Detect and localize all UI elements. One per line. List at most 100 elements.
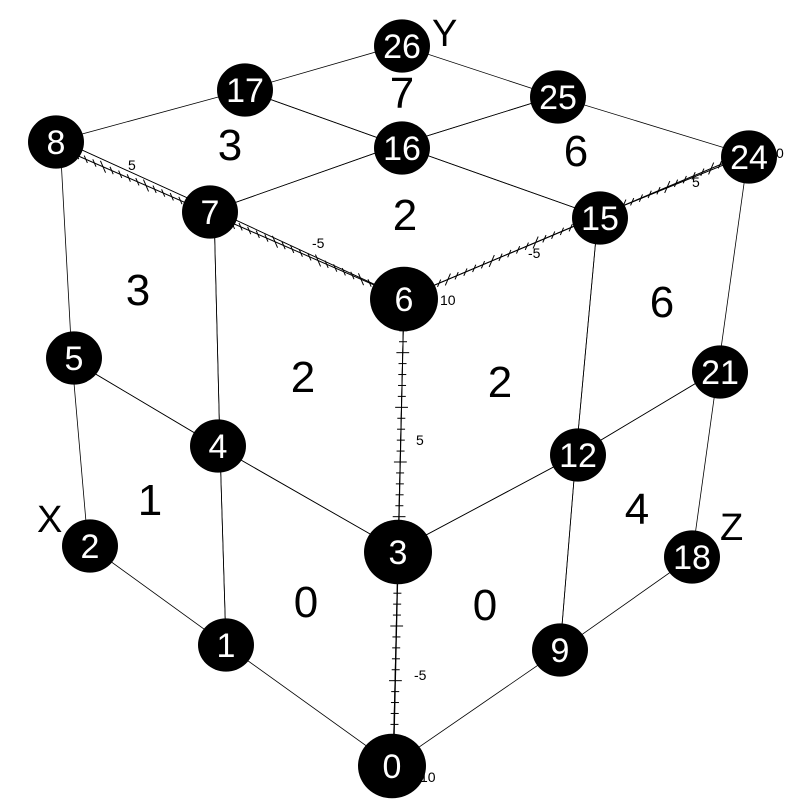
face-label-6-right: 6 xyxy=(650,278,674,327)
axis-tick xyxy=(135,177,140,186)
axis-tick xyxy=(341,267,346,276)
axis-tick xyxy=(92,159,97,167)
node-3: 3 xyxy=(364,519,432,585)
node-marker xyxy=(182,185,238,239)
axis-tick xyxy=(516,246,521,254)
axis-tick xyxy=(454,271,459,280)
node-18: 18 xyxy=(664,530,720,584)
face-label-1: 1 xyxy=(138,476,162,525)
face-label-7: 7 xyxy=(390,69,414,118)
axis-tick xyxy=(568,223,573,232)
nodes: 26 17 25 8 16 24 7 15 6 5 21 4 12 2 3 18… xyxy=(28,19,777,799)
node-label: 26 xyxy=(383,28,421,66)
face-label-0-front-right: 0 xyxy=(473,581,497,630)
node-marker xyxy=(62,519,118,573)
axis-tick xyxy=(630,197,635,206)
axis-tick xyxy=(324,260,329,269)
node-label: 1 xyxy=(217,627,236,665)
node-label: 9 xyxy=(551,632,570,670)
axis-name-x: X xyxy=(37,499,62,541)
axis-tick xyxy=(682,175,687,184)
node-label: 17 xyxy=(226,72,264,110)
axis-tick xyxy=(264,234,269,242)
node-marker xyxy=(374,19,430,73)
node-marker xyxy=(664,530,720,584)
face-label-0-front-left: 0 xyxy=(294,578,318,627)
node-label: 2 xyxy=(81,528,100,566)
axis-tick xyxy=(532,236,539,249)
face-labels: 7 3 6 2 3 1 2 2 6 4 0 0 xyxy=(126,69,674,630)
axis-tick xyxy=(161,189,166,197)
axis-tick xyxy=(152,185,157,194)
axis-tick xyxy=(169,192,174,201)
node-marker xyxy=(572,191,628,245)
axis-tick xyxy=(664,180,671,194)
face-label-3-left: 3 xyxy=(126,266,150,315)
axis-tick xyxy=(271,235,279,248)
node-marker xyxy=(692,345,748,399)
node-label: 4 xyxy=(209,428,228,466)
node-label: 0 xyxy=(383,748,402,786)
axis-names: X Y Z xyxy=(37,13,743,549)
node-0: 0 xyxy=(358,733,426,799)
tick-label-vert-neg5: -5 xyxy=(414,667,427,683)
axis-tick xyxy=(472,264,477,273)
node-21: 21 xyxy=(692,345,748,399)
node-16: 16 xyxy=(374,121,430,175)
axis-tick xyxy=(357,273,365,286)
node-label: 15 xyxy=(581,200,619,238)
axis-tick xyxy=(367,279,372,287)
node-17: 17 xyxy=(217,63,273,117)
node-24: 24 xyxy=(721,130,777,184)
axis-tick xyxy=(717,160,722,169)
node-8: 8 xyxy=(28,115,84,169)
axis-tick xyxy=(281,241,286,250)
node-marker xyxy=(364,519,432,585)
tick-label-top-right-neg5: -5 xyxy=(528,245,541,261)
node-12: 12 xyxy=(550,428,606,482)
tick-label-top-left-neg5: -5 xyxy=(312,235,325,251)
axis-tick xyxy=(488,254,495,268)
node-15: 15 xyxy=(572,191,628,245)
axis-tick xyxy=(542,234,547,243)
face-label-3-top: 3 xyxy=(218,121,242,170)
axis-tick xyxy=(437,279,442,288)
axis-tick xyxy=(507,249,512,258)
node-marker xyxy=(374,121,430,175)
axis-tick xyxy=(118,170,123,179)
node-marker xyxy=(28,115,84,169)
axis-tick xyxy=(333,264,338,272)
node-marker xyxy=(190,419,246,473)
axis-tick xyxy=(673,179,679,188)
axis-tick xyxy=(307,252,312,261)
tick-label-vert-5: 5 xyxy=(416,432,424,448)
axis-tick xyxy=(350,271,355,280)
node-marker xyxy=(198,618,254,672)
axis-tick xyxy=(314,254,322,267)
axis-tick xyxy=(99,160,107,173)
axis-tick xyxy=(126,174,131,182)
axis-tick xyxy=(109,166,114,175)
node-label: 6 xyxy=(395,281,414,319)
node-label: 24 xyxy=(730,139,768,177)
axis-name-y: Y xyxy=(432,13,457,55)
axis-tick xyxy=(463,268,468,276)
node-marker xyxy=(721,130,777,184)
axis-tick xyxy=(444,273,451,286)
axis-name-z: Z xyxy=(720,507,743,549)
axis-tick xyxy=(83,155,88,164)
node-label: 7 xyxy=(201,194,220,232)
axis-tick xyxy=(247,226,252,235)
axis-tick xyxy=(524,242,529,251)
axis-tick xyxy=(142,179,150,192)
face-label-2-top: 2 xyxy=(393,191,417,240)
node-marker xyxy=(358,733,426,799)
axis-tick xyxy=(290,245,295,254)
node-4: 4 xyxy=(190,419,246,473)
axis-tick xyxy=(691,172,696,180)
axis-tick xyxy=(298,249,303,257)
face-label-6-top: 6 xyxy=(564,127,588,176)
node-26: 26 xyxy=(374,19,430,73)
node-label: 5 xyxy=(65,340,84,378)
